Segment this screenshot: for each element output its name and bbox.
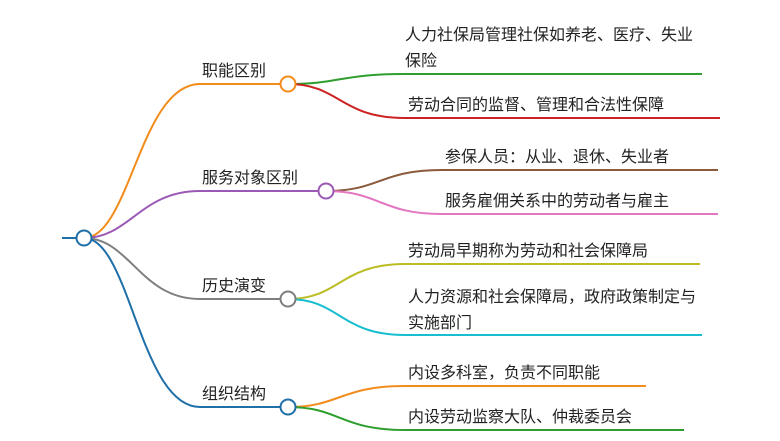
leaf-label-4-2: 内设劳动监察大队、仲裁委员会 — [408, 407, 633, 426]
leaf-label-4-1: 内设多科室，负责不同职能 — [408, 363, 601, 382]
leaf-line-1-1 — [287, 73, 702, 85]
leaf-line-1-2 — [287, 83, 720, 119]
leaf-label-2-2: 服务雇佣关系中的劳动者与雇主 — [445, 191, 670, 210]
branch-node-4[interactable] — [279, 398, 297, 416]
leaf-line-2-2 — [325, 190, 718, 215]
leaf-line-3-1 — [287, 263, 700, 300]
leaf-label-1-1: 人力社保局管理社保如养老、医疗、失业保险 — [405, 25, 694, 70]
branch-line-1 — [83, 83, 288, 239]
leaf-label-1-2: 劳动合同的监督、管理和合法性保障 — [408, 95, 665, 114]
branch-node-3[interactable] — [279, 290, 297, 308]
leaf-line-4-2 — [287, 406, 684, 431]
branch-label-1: 职能区别 — [202, 61, 267, 80]
branch-label-4: 组织结构 — [202, 384, 267, 403]
branch-line-3 — [83, 237, 288, 300]
branch-node-1[interactable] — [279, 75, 297, 93]
leaf-label-3-2: 人力资源和社会保障局，政府政策制定与实施部门 — [408, 287, 697, 332]
branch-label-2: 服务对象区别 — [202, 168, 299, 187]
leaf-label-3-1: 劳动局早期称为劳动和社会保障局 — [408, 241, 649, 260]
root-node[interactable] — [75, 229, 93, 247]
branch-line-2 — [83, 190, 326, 239]
leaf-line-4-1 — [287, 385, 646, 408]
leaf-line-3-2 — [287, 298, 702, 336]
branch-node-2[interactable] — [317, 182, 335, 200]
branch-line-4 — [83, 237, 288, 408]
branch-label-3: 历史演变 — [202, 276, 267, 295]
leaf-label-2-1: 参保人员：从业、退休、失业者 — [445, 147, 670, 166]
leaf-line-2-1 — [325, 169, 718, 192]
